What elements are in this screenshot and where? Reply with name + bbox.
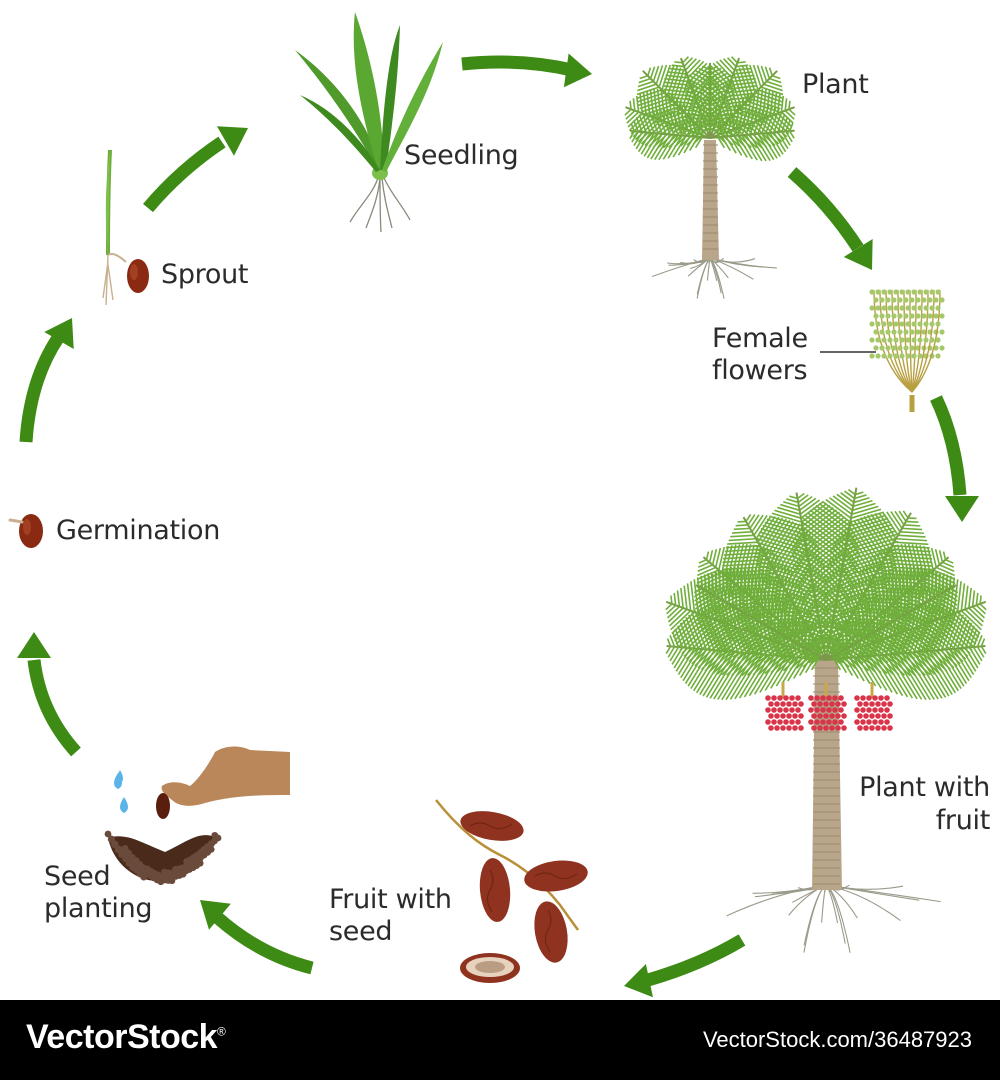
dates-icon <box>435 799 588 983</box>
label-plant-with-fruit: Plant with fruit <box>859 772 990 836</box>
cycle-arrow-icon <box>930 395 979 522</box>
watermark-brand-text: VectorStock <box>26 1018 218 1056</box>
registered-mark: ® <box>217 1024 226 1039</box>
palm-tree-icon <box>624 56 796 299</box>
hand-planting-seed-icon <box>104 746 290 886</box>
watermark-brand: VectorStock® <box>26 1018 226 1057</box>
sprout-icon <box>102 149 149 306</box>
life-cycle-diagram: Seedling Plant Female flowers Plant with… <box>8 12 990 998</box>
cycle-arrow-icon <box>624 934 746 998</box>
label-sprout: Sprout <box>161 259 249 290</box>
diagram-art <box>8 12 987 998</box>
label-plant: Plant <box>802 69 869 100</box>
watermark-footer: VectorStock® VectorStock.com/36487923 <box>0 1000 1000 1080</box>
label-seed-planting: Seed planting <box>44 861 153 924</box>
label-female-flowers: Female flowers <box>712 323 808 386</box>
watermark-url: VectorStock.com/36487923 <box>702 1027 972 1052</box>
cycle-arrow-icon <box>787 167 873 270</box>
cycle-arrow-icon <box>143 126 248 213</box>
label-fruit-with-seed: Fruit with seed <box>329 884 452 947</box>
cycle-arrow-icon <box>19 318 74 443</box>
label-germination: Germination <box>56 515 221 546</box>
cycle-arrow-icon <box>200 900 314 975</box>
label-seedling: Seedling <box>404 140 519 171</box>
germinating-seed-icon <box>8 514 43 548</box>
palm-with-fruit-icon <box>665 487 987 953</box>
cycle-arrow-icon <box>461 53 592 88</box>
seedling-icon <box>295 12 443 233</box>
cycle-arrow-icon <box>17 632 81 757</box>
cycle-arrows <box>17 53 979 998</box>
female-flowers-icon <box>869 289 945 412</box>
